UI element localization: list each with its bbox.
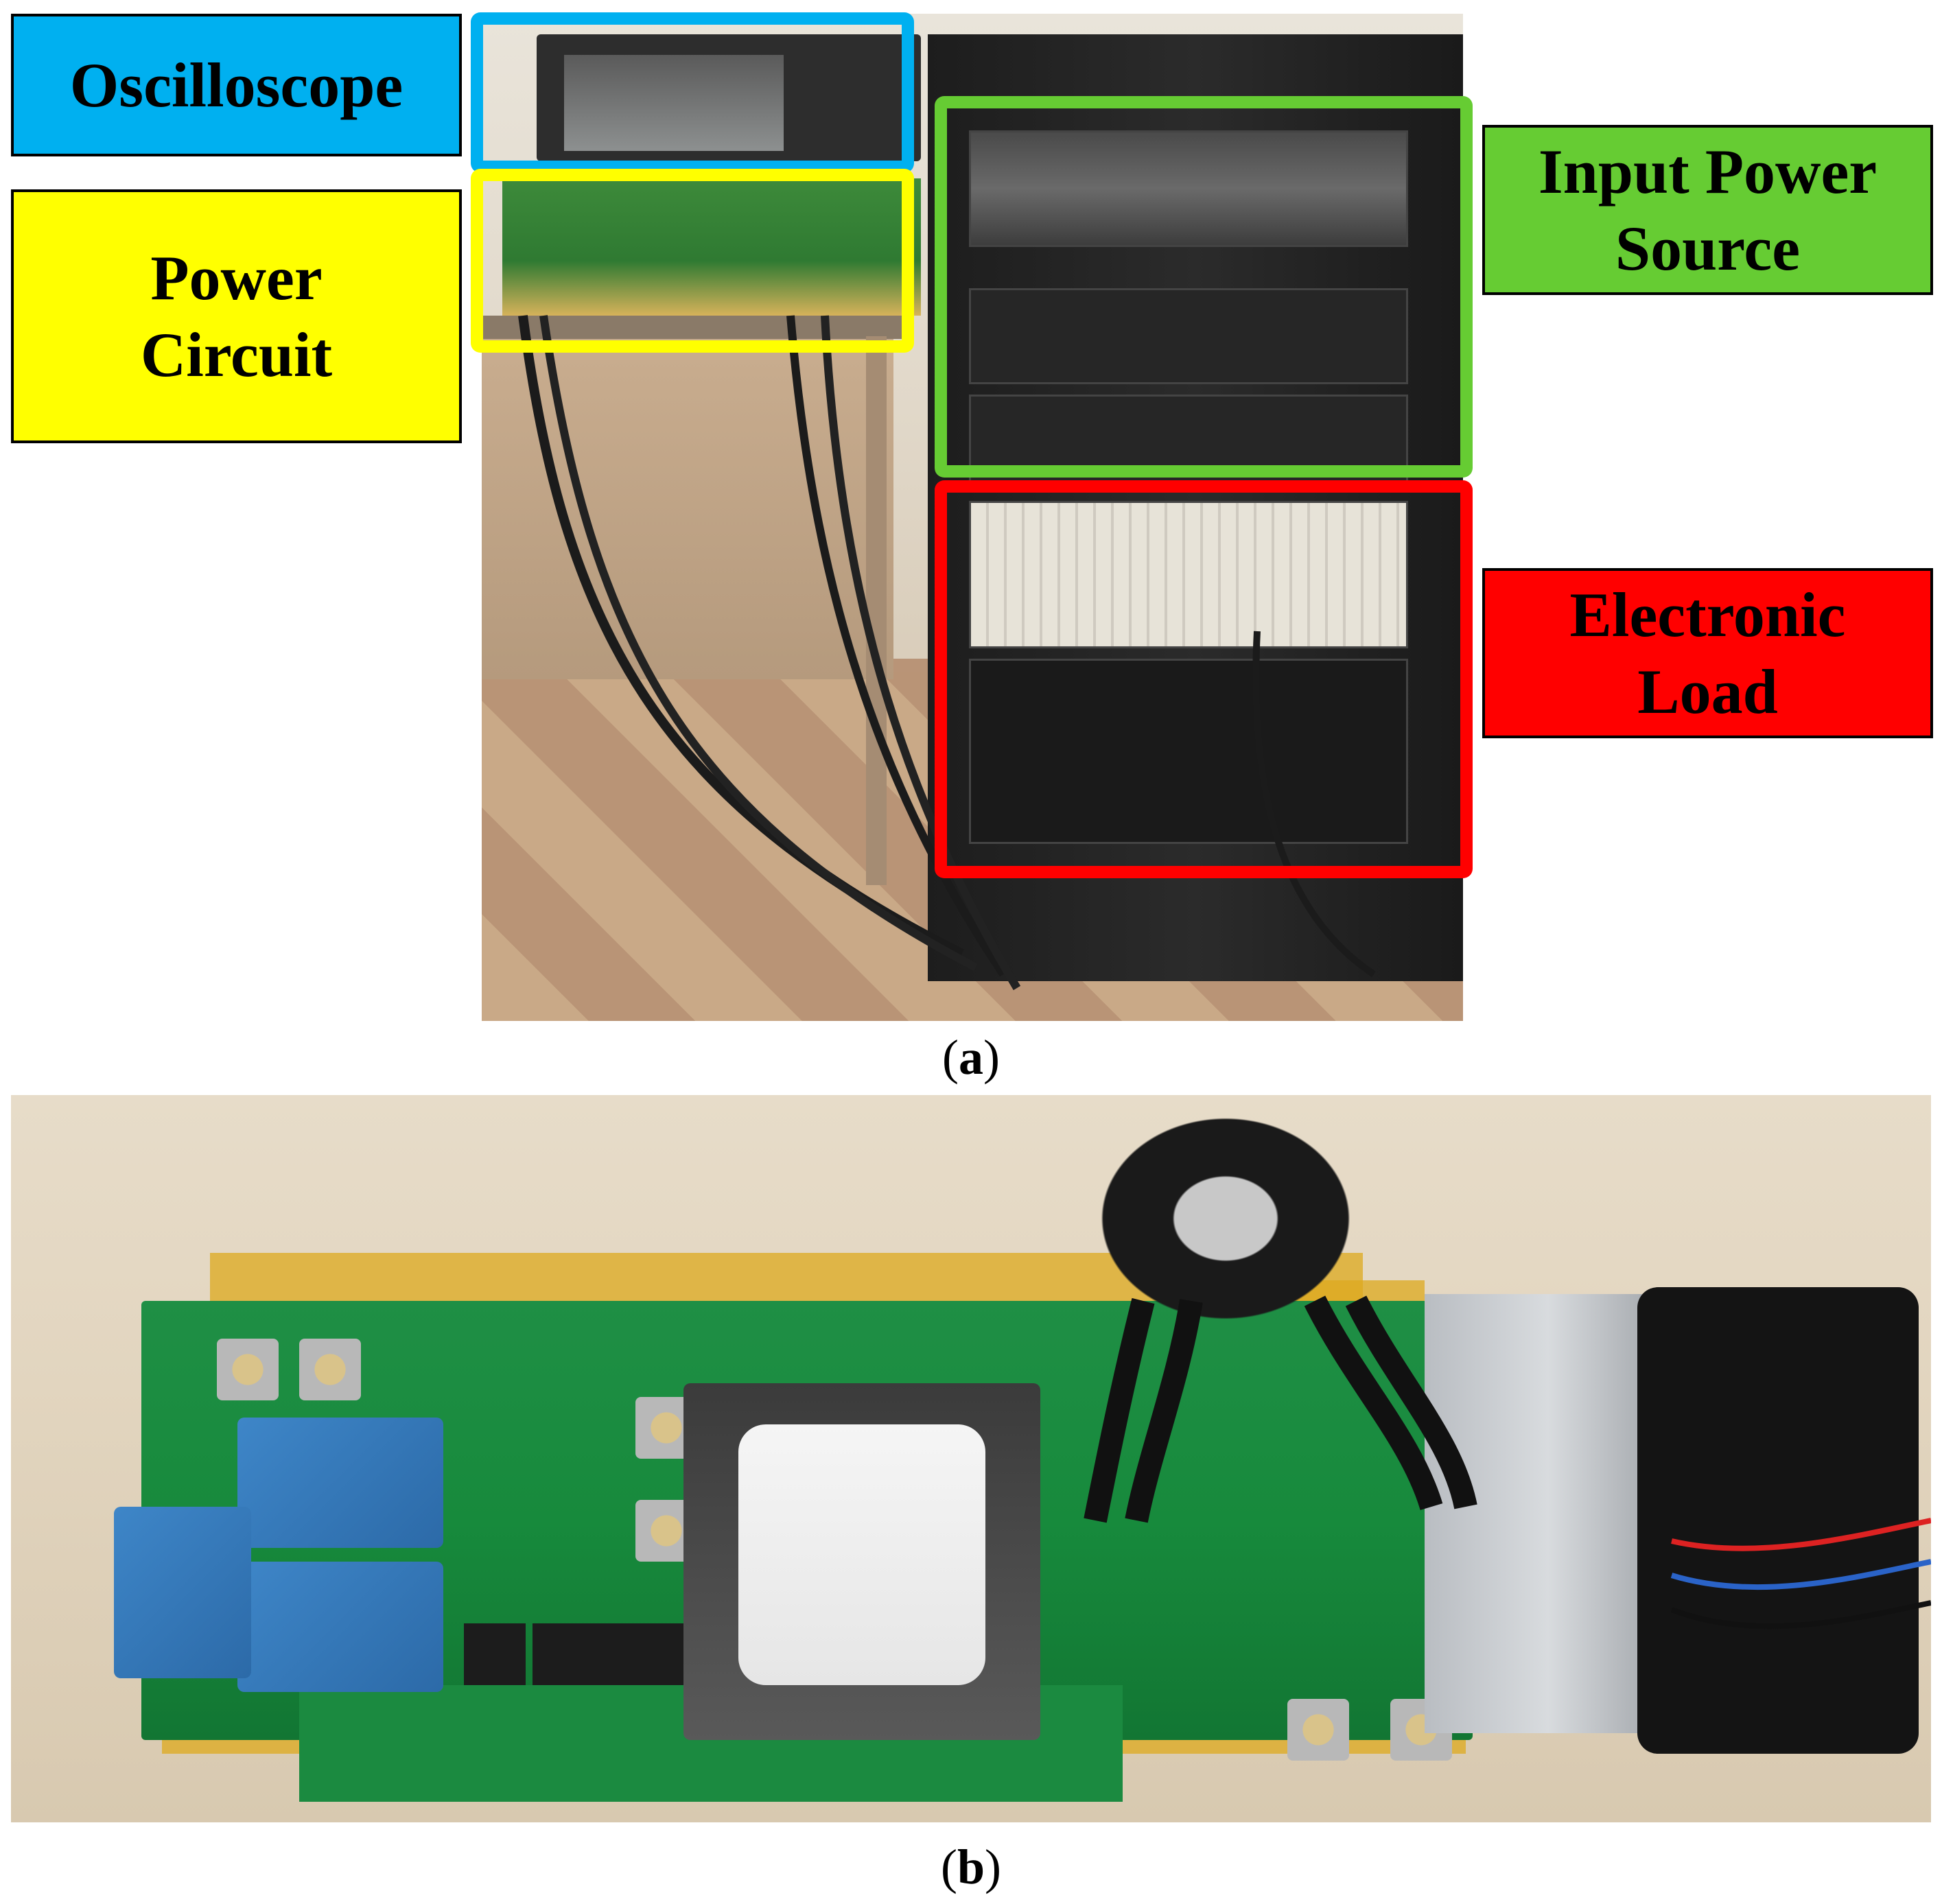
heatsink — [1425, 1294, 1672, 1733]
caption-a-letter: a — [959, 1030, 983, 1085]
table-leg — [866, 336, 887, 885]
film-capacitor-1 — [237, 1418, 443, 1548]
input-power-source-label: Input Power Source — [1482, 125, 1933, 295]
ic-chip-2 — [533, 1623, 594, 1685]
electronic-load-label: Electronic Load — [1482, 568, 1933, 738]
ic-chip-3 — [594, 1623, 656, 1685]
caption-b-close: ) — [985, 1840, 1001, 1894]
terminal-bolt-5 — [1287, 1699, 1349, 1761]
input-power-source-label-line1: Input Power — [1538, 136, 1877, 207]
electronic-load-label-line2: Load — [1637, 657, 1778, 727]
electronic-load-highlight-frame — [935, 480, 1473, 878]
caption-a-open: ( — [942, 1030, 959, 1085]
power-circuit-board — [502, 178, 921, 316]
terminal-bolt-2 — [299, 1339, 361, 1400]
cooling-fan — [1637, 1287, 1919, 1754]
toroidal-inductor — [1081, 1102, 1370, 1335]
power-circuit-label-line2: Circuit — [140, 320, 333, 390]
table — [482, 336, 893, 679]
input-power-source-label-line2: Source — [1615, 213, 1801, 283]
caption-b-letter: b — [957, 1840, 985, 1894]
power-circuit-label: Power Circuit — [11, 189, 462, 443]
electronic-load-unit — [969, 501, 1408, 648]
transformer-winding — [738, 1424, 985, 1685]
desk-edge — [482, 316, 907, 339]
oscilloscope-device — [537, 34, 921, 161]
input-power-source-highlight-frame — [935, 96, 1473, 478]
test-bench-photo — [482, 14, 1463, 1021]
ic-chip-1 — [464, 1623, 526, 1685]
power-circuit-highlight-frame — [471, 169, 914, 353]
oscilloscope-label-text: Oscilloscope — [69, 49, 403, 120]
power-supply-unit-1 — [969, 130, 1408, 247]
terminal-bolt-1 — [217, 1339, 279, 1400]
caption-b: (b) — [0, 1839, 1942, 1896]
power-circuit-board-photo — [11, 1095, 1931, 1822]
film-capacitor-3 — [114, 1507, 251, 1678]
oscilloscope-label: Oscilloscope — [11, 14, 462, 156]
oscilloscope-highlight-frame — [471, 12, 914, 173]
power-circuit-label-line1: Power — [150, 242, 323, 313]
film-capacitor-2 — [237, 1562, 443, 1692]
caption-a-close: ) — [983, 1030, 1000, 1085]
rack-lower-bay — [969, 659, 1408, 844]
caption-a: (a) — [0, 1029, 1942, 1086]
oscilloscope-screen — [564, 55, 784, 151]
cables — [518, 315, 1376, 991]
power-supply-unit-2 — [969, 288, 1408, 384]
caption-b-open: ( — [940, 1840, 957, 1894]
wiring — [1084, 1295, 1931, 1630]
electronic-load-label-line1: Electronic — [1569, 579, 1846, 650]
